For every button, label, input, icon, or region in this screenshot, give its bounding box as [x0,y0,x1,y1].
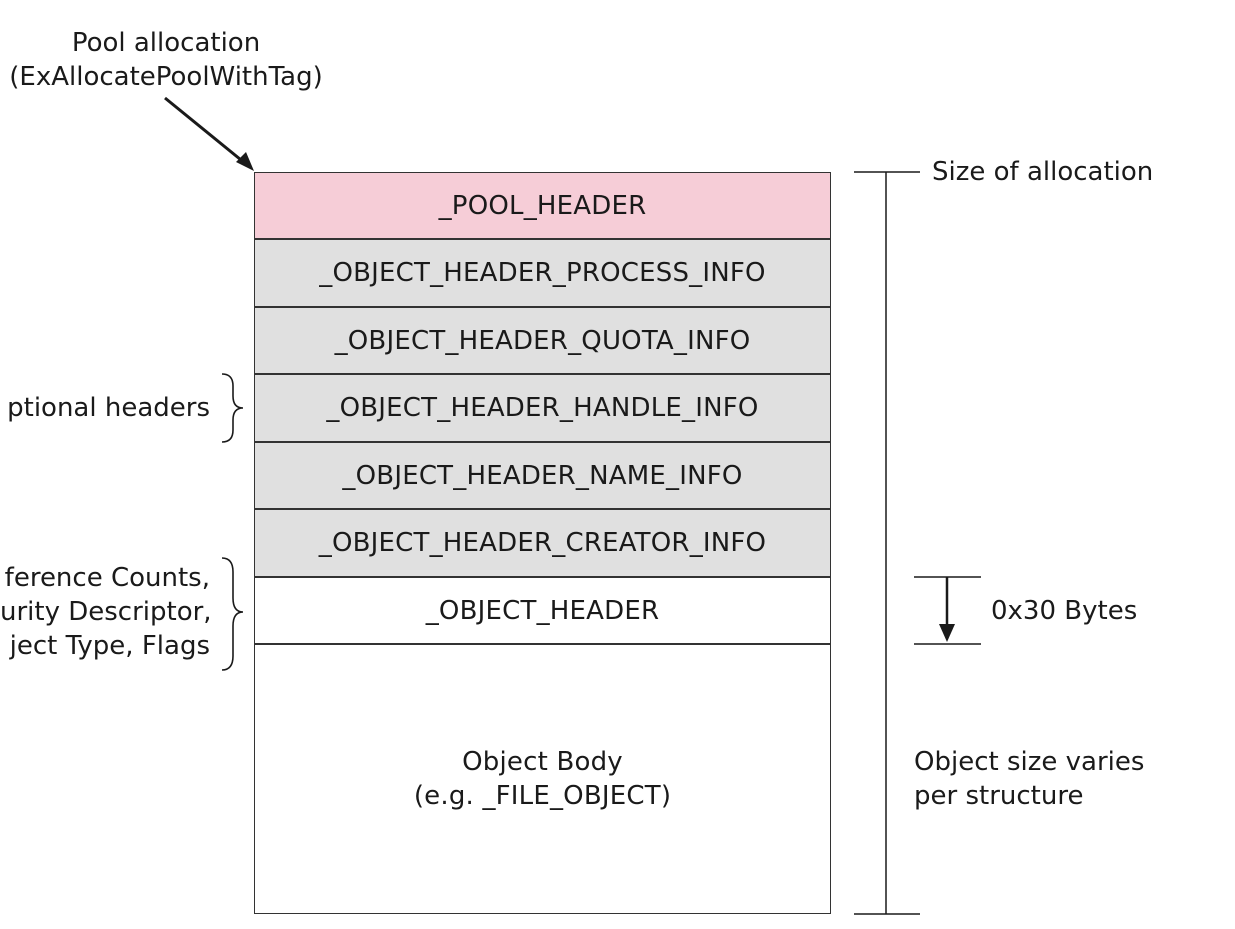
creator-info-block: _OBJECT_HEADER_CREATOR_INFO [254,509,831,577]
header-size-label: 0x30 Bytes [991,594,1137,628]
pool-header-label: _POOL_HEADER [438,190,647,221]
handle-info-block: _OBJECT_HEADER_HANDLE_INFO [254,374,831,442]
pool-allocation-arrow [164,96,254,171]
header-size-text: 0x30 Bytes [991,596,1138,626]
object-size-label: Object size varies per structure [914,745,1144,813]
object-body-block: Object Body (e.g. _FILE_OBJECT) [254,644,831,914]
pool-allocation-line1: Pool allocation [71,28,261,58]
header-size-marker [914,576,981,645]
handle-info-label: _OBJECT_HEADER_HANDLE_INFO [326,393,759,423]
pool-allocation-label: Pool allocation (ExAllocatePoolWithTag) [0,26,332,94]
name-info-block: _OBJECT_HEADER_NAME_INFO [254,442,831,509]
object-body-line1: Object Body [462,747,623,777]
optional-headers-brace [221,373,244,443]
optional-headers-text: ptional headers [7,393,210,423]
size-of-allocation-label: Size of allocation [932,155,1153,189]
object-header-block: _OBJECT_HEADER [254,577,831,644]
pool-allocation-line2: (ExAllocatePoolWithTag) [9,62,323,92]
pool-header-block: _POOL_HEADER [254,172,831,239]
creator-info-label: _OBJECT_HEADER_CREATOR_INFO [318,528,767,558]
size-of-allocation-bracket [854,171,920,915]
object-body-line2: (e.g. _FILE_OBJECT) [413,781,672,811]
quota-info-label: _OBJECT_HEADER_QUOTA_INFO [334,325,751,356]
header-fields-label: ference Counts, urity Descriptor, ject T… [0,561,210,663]
header-fields-line3: ject Type, Flags [9,631,210,661]
object-size-line2: per structure [914,781,1084,811]
name-info-label: _OBJECT_HEADER_NAME_INFO [342,460,743,491]
size-of-allocation-text: Size of allocation [932,157,1154,187]
object-size-line1: Object size varies [914,747,1145,777]
process-info-block: _OBJECT_HEADER_PROCESS_INFO [254,239,831,307]
header-fields-line1: ference Counts, [4,563,210,593]
optional-headers-label: ptional headers [0,391,210,425]
process-info-label: _OBJECT_HEADER_PROCESS_INFO [319,258,766,288]
object-header-label: _OBJECT_HEADER [425,595,660,626]
header-fields-brace [221,557,244,671]
header-fields-line2: urity Descriptor, [0,597,210,627]
quota-info-block: _OBJECT_HEADER_QUOTA_INFO [254,307,831,374]
